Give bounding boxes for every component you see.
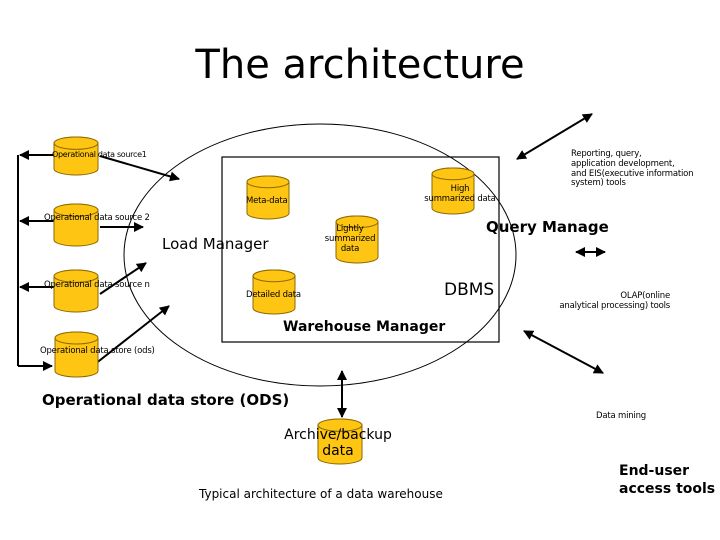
lightly-line-2: summarized [324,233,376,244]
reporting-line-2: application development, [571,158,675,169]
tool-arrows [337,113,606,418]
olap-tools-label: OLAP(online analytical processing) tools [558,291,670,312]
dbms-label: DBMS [444,280,495,300]
high-summarized-label: High summarized data [415,184,505,205]
archive-line-2: data [322,443,354,460]
archive-label: Archive/backup data [270,427,406,459]
arrow-ods [89,305,170,369]
warehouse-manager-label: Warehouse Manager [283,319,446,335]
source-label-2: Operational data source 2 [44,213,150,223]
source-label-n: Operational data source n [44,280,150,290]
ods-label: Operational data store (ods) [40,346,155,356]
end-user-tools-label: End-user access tools [619,463,715,498]
arrow-srcn [99,262,147,295]
lightly-line-1: Lightly [336,224,364,234]
query-manager-label: Query Manage [486,218,609,236]
archive-line-1: Archive/backup [284,427,392,443]
reporting-line-4: system) tools [571,178,626,189]
reporting-line-1: Reporting, query, [571,149,642,159]
end-user-line-1: End-user [619,463,690,479]
cylinder-high-summarized [431,167,475,215]
high-summarized-line-1: High [450,184,470,194]
detailed-data-label: Detailed data [246,290,301,300]
cylinder-detailed-data [252,269,296,315]
arrow-reporting [516,113,593,160]
cylinder-source-2 [53,203,99,247]
end-user-line-2: access tools [619,480,716,497]
cylinder-lightly-summarized [335,215,379,264]
olap-line-2: analytical processing) tools [559,300,670,311]
warehouse-boundary [123,123,517,387]
cylinder-archive [317,418,363,465]
load-manager-label: Load Manager [162,235,269,253]
lightly-line-3: data [340,243,360,254]
olap-line-1: OLAP(online [620,291,670,301]
high-summarized-line-2: summarized data [424,193,496,204]
source-arrows [89,155,180,369]
diagram-caption: Typical architecture of a data warehouse [199,487,443,501]
cylinder-source-1 [53,136,99,176]
cylinder-ods [54,331,99,378]
meta-data-label: Meta-data [246,196,288,206]
ods-heading: Operational data store (ODS) [42,391,290,409]
arrow-data-mining [523,330,604,374]
dbms-box [221,156,500,343]
data-mining-label: Data mining [596,411,646,421]
lightly-summarized-label: Lightly summarized data [320,224,380,254]
reporting-tools-label: Reporting, query, application developmen… [571,149,694,189]
page-title: The architecture [195,42,525,88]
cylinder-meta-data [246,175,290,220]
cylinder-source-n [53,269,99,313]
ods-feedback-bus [17,150,55,371]
source-label-1: Operational data source1 [52,150,147,159]
arrow-src1 [99,155,180,182]
reporting-line-3: and EIS(executive information [571,168,694,179]
